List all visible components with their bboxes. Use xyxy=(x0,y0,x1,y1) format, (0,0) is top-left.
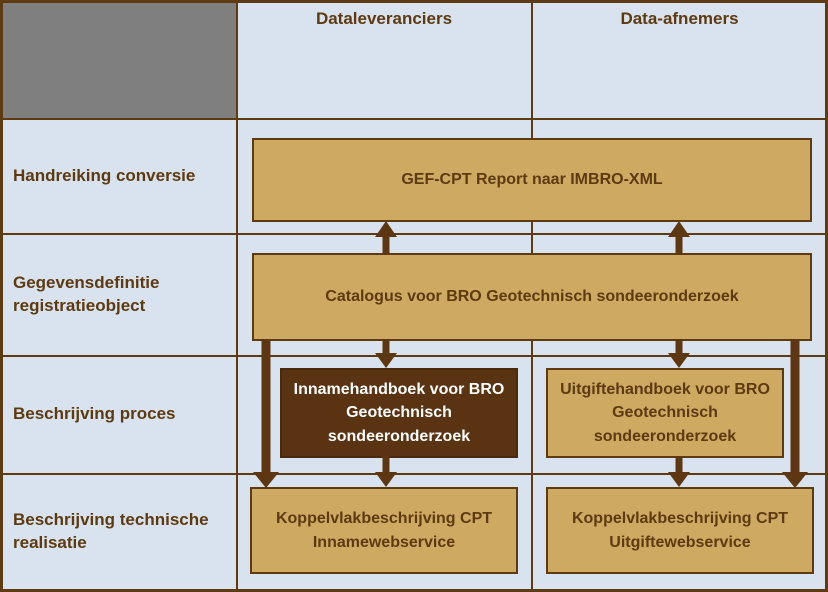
grid-horizontal-line xyxy=(0,355,828,357)
row-label-handreiking-conversie: Handreiking conversie xyxy=(13,165,196,185)
arrow-up-catalogus-to-gef-left xyxy=(375,221,397,254)
box-koppelvlakbeschrijving-cpt-innamewebservice: Koppelvlakbeschrijving CPT Innamewebserv… xyxy=(250,487,518,574)
grid-vertical-line xyxy=(236,0,238,592)
grid-horizontal-line xyxy=(0,118,828,120)
row-label-beschrijving-proces: Beschrijving proces xyxy=(13,404,176,424)
row-label-beschrijving-technische-realisatie: Beschrijving technische realisatie xyxy=(13,509,209,552)
row-label-gegevensdefinitie-registratieobject: Gegevensdefinitie registratieobject xyxy=(13,272,160,315)
column-header-data-afnemers: Data-afnemers xyxy=(620,9,739,28)
arrow-down-catalogus-to-innamehandboek xyxy=(375,339,397,368)
arrow-bypass-catalogus-to-koppelvlak-uitgifte xyxy=(782,339,808,488)
arrow-down-uitgiftehandboek-to-koppelvlak xyxy=(668,456,690,487)
grid-horizontal-line xyxy=(0,473,828,475)
box-catalogus-bro-geotechnisch-sondeeronderzoek: Catalogus voor BRO Geotechnisch sondeero… xyxy=(252,253,812,341)
box-gef-cpt-report-naar-imbro-xml: GEF-CPT Report naar IMBRO-XML xyxy=(252,138,812,222)
arrow-bypass-catalogus-to-koppelvlak-inname xyxy=(253,339,279,488)
grid-horizontal-line xyxy=(0,233,828,235)
arrow-up-catalogus-to-gef-right xyxy=(668,221,690,254)
box-koppelvlakbeschrijving-cpt-uitgiftewebservice: Koppelvlakbeschrijving CPT Uitgiftewebse… xyxy=(546,487,814,574)
box-innamehandboek-highlighted: Innamehandboek voor BRO Geotechnisch son… xyxy=(280,368,518,458)
header-corner-cell xyxy=(0,0,237,119)
box-uitgiftehandboek: Uitgiftehandboek voor BRO Geotechnisch s… xyxy=(546,368,784,458)
arrow-down-catalogus-to-uitgiftehandboek xyxy=(668,339,690,368)
arrow-down-innamehandboek-to-koppelvlak xyxy=(375,456,397,487)
column-header-dataleveranciers: Dataleveranciers xyxy=(315,9,453,28)
